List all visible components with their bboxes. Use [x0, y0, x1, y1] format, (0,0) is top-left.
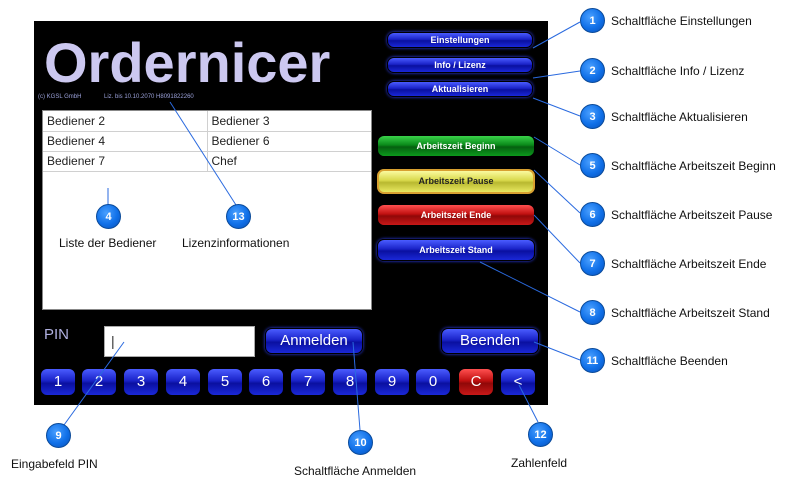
callout-badge-9: 9 — [46, 423, 71, 448]
user-item[interactable]: Bediener 3 — [207, 111, 371, 132]
callout-badge-2: 2 — [580, 58, 605, 83]
work-start-button[interactable]: Arbeitszeit Beginn — [377, 135, 535, 157]
pin-input[interactable]: | — [104, 326, 255, 357]
pin-cursor: | — [111, 333, 115, 349]
callout-badge-7: 7 — [580, 251, 605, 276]
callout-label-7: Schaltfläche Arbeitszeit Ende — [611, 257, 767, 271]
settings-button[interactable]: Einstellungen — [387, 32, 533, 48]
numpad-key-4[interactable]: 4 — [165, 368, 201, 396]
callout-badge-13: 13 — [226, 204, 251, 229]
callout-badge-6: 6 — [580, 202, 605, 227]
user-list[interactable]: Bediener 2 Bediener 3 Bediener 4 Bediene… — [42, 110, 372, 310]
login-button[interactable]: Anmelden — [265, 328, 363, 354]
callout-label-3: Schaltfläche Aktualisieren — [611, 110, 748, 124]
callout-label-9: Eingabefeld PIN — [11, 457, 98, 471]
callout-label-8: Schaltfläche Arbeitszeit Stand — [611, 306, 770, 320]
callout-label-1: Schaltfläche Einstellungen — [611, 14, 752, 28]
info-license-button[interactable]: Info / Lizenz — [387, 57, 533, 73]
callout-badge-4: 4 — [96, 204, 121, 229]
table-row: Bediener 7 Chef — [43, 151, 371, 172]
numpad-key-backspace[interactable]: < — [500, 368, 536, 396]
callout-badge-10: 10 — [348, 430, 373, 455]
work-status-button[interactable]: Arbeitszeit Stand — [377, 239, 535, 261]
work-pause-button[interactable]: Arbeitszeit Pause — [377, 169, 535, 194]
license-info: Liz. bis 10.10.2070 H8091822260 — [104, 94, 194, 100]
callout-label-10: Schaltfläche Anmelden — [294, 464, 417, 478]
callout-label-2: Schaltfläche Info / Lizenz — [611, 64, 745, 78]
numpad-key-0[interactable]: 0 — [415, 368, 451, 396]
numpad-key-6[interactable]: 6 — [248, 368, 284, 396]
callout-badge-5: 5 — [580, 153, 605, 178]
numpad-key-9[interactable]: 9 — [374, 368, 410, 396]
callout-badge-8: 8 — [580, 300, 605, 325]
copyright-text: (c) KGSL GmbH — [38, 94, 82, 100]
numpad-key-1[interactable]: 1 — [40, 368, 76, 396]
callout-badge-3: 3 — [580, 104, 605, 129]
user-item[interactable]: Bediener 6 — [207, 131, 371, 152]
callout-label-4: Liste der Bediener — [59, 236, 157, 250]
numpad-key-clear[interactable]: C — [458, 368, 494, 396]
app-title: Ordernicer — [44, 31, 331, 94]
pin-label: PIN — [44, 326, 70, 343]
user-item[interactable]: Chef — [207, 151, 371, 172]
update-button[interactable]: Aktualisieren — [387, 81, 533, 97]
user-item[interactable]: Bediener 7 — [43, 151, 208, 172]
user-item[interactable]: Bediener 2 — [43, 111, 208, 132]
user-item[interactable]: Bediener 4 — [43, 131, 208, 152]
numpad-key-7[interactable]: 7 — [290, 368, 326, 396]
callout-label-13: Lizenzinformationen — [182, 236, 290, 250]
callout-label-5: Schaltfläche Arbeitszeit Beginn — [611, 159, 776, 173]
numpad-key-8[interactable]: 8 — [332, 368, 368, 396]
callout-badge-12: 12 — [528, 422, 553, 447]
callout-label-11: Schaltfläche Beenden — [611, 354, 728, 368]
user-table: Bediener 2 Bediener 3 Bediener 4 Bediene… — [43, 111, 371, 172]
callout-badge-11: 11 — [580, 348, 605, 373]
quit-button[interactable]: Beenden — [441, 328, 539, 354]
callout-label-12: Zahlenfeld — [511, 456, 568, 470]
app-window: Ordernicer (c) KGSL GmbH Liz. bis 10.10.… — [34, 21, 548, 405]
table-row: Bediener 4 Bediener 6 — [43, 131, 371, 152]
callout-label-6: Schaltfläche Arbeitszeit Pause — [611, 208, 773, 222]
callout-badge-1: 1 — [580, 8, 605, 33]
numpad-key-3[interactable]: 3 — [123, 368, 159, 396]
numpad-key-5[interactable]: 5 — [207, 368, 243, 396]
numpad-key-2[interactable]: 2 — [81, 368, 117, 396]
table-row: Bediener 2 Bediener 3 — [43, 111, 371, 132]
